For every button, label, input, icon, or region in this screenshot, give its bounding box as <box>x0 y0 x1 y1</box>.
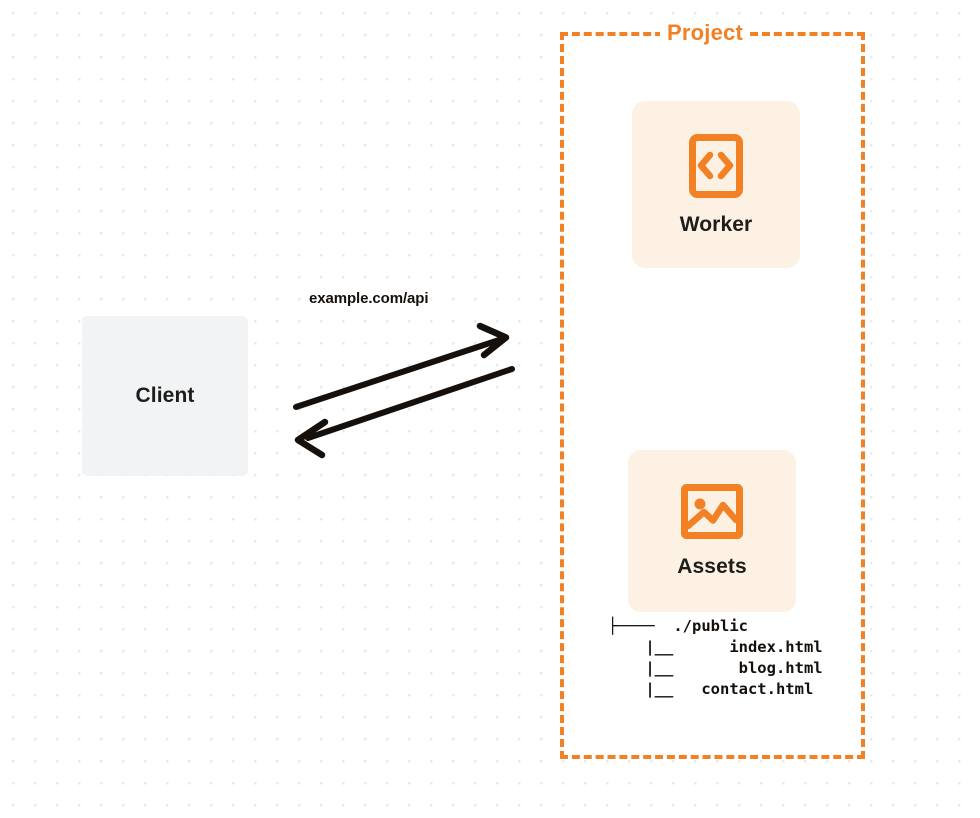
assets-node[interactable]: Assets <box>628 450 796 612</box>
worker-label: Worker <box>679 212 753 236</box>
request-arrow <box>293 322 510 410</box>
worker-node[interactable]: Worker <box>632 101 800 268</box>
client-label: Client <box>135 384 195 407</box>
client-node[interactable]: Client <box>82 316 248 476</box>
file-tree-line: |__ index.html <box>608 638 823 656</box>
assets-file-tree: ├──── ./public |__ index.html |__ blog.h… <box>608 616 823 700</box>
file-tree-line: ├──── ./public <box>608 617 748 635</box>
connection-arrows <box>293 322 515 459</box>
image-icon <box>681 484 743 539</box>
file-tree-line: |__ contact.html <box>608 680 814 698</box>
assets-label: Assets <box>677 555 747 578</box>
code-brackets-icon <box>689 133 743 198</box>
project-title: Project <box>660 20 750 46</box>
response-arrow <box>294 366 515 459</box>
connection-label: example.com/api <box>309 290 429 307</box>
file-tree-line: |__ blog.html <box>608 659 823 677</box>
